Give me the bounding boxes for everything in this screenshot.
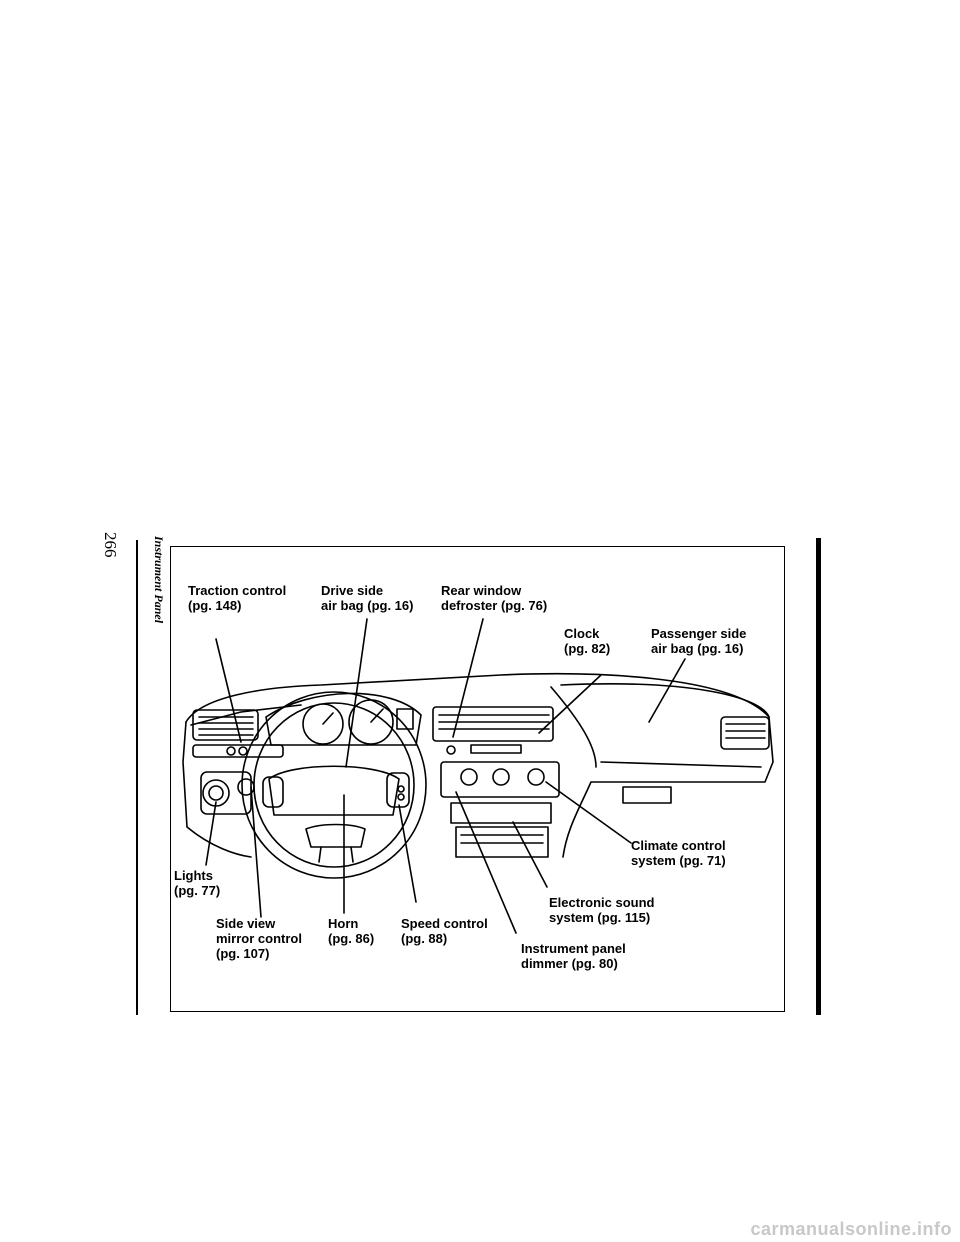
callout-side-view-mirror: Side view mirror control (pg. 107) — [216, 916, 302, 961]
callout-electronic-sound: Electronic sound system (pg. 115) — [549, 895, 655, 925]
callout-speed-control: Speed control (pg. 88) — [401, 916, 488, 946]
watermark: carmanualsonline.info — [750, 1219, 952, 1239]
callout-lights: Lights (pg. 77) — [174, 868, 221, 898]
callout-rear-window-defroster: Rear window defroster (pg. 76) — [441, 583, 548, 613]
page-number: 266 — [101, 532, 120, 558]
callout-climate-control: Climate control system (pg. 71) — [631, 838, 726, 868]
section-title: Instrument Panel — [152, 536, 166, 624]
callout-instrument-panel-dimmer: Instrument panel dimmer (pg. 80) — [521, 941, 626, 971]
dashboard-illustration — [182, 618, 774, 934]
instrument-panel-figure: Traction control (pg. 148) Drive side ai… — [170, 546, 785, 1012]
callout-horn: Horn (pg. 86) — [328, 916, 375, 946]
callout-drive-side-airbag: Drive side air bag (pg. 16) — [321, 583, 414, 613]
right-margin-rule — [816, 538, 821, 1015]
callout-passenger-side-airbag: Passenger side air bag (pg. 16) — [651, 626, 747, 656]
callout-clock: Clock (pg. 82) — [564, 626, 611, 656]
callout-traction-control: Traction control (pg. 148) — [188, 583, 287, 613]
left-margin-rule — [136, 540, 138, 1015]
